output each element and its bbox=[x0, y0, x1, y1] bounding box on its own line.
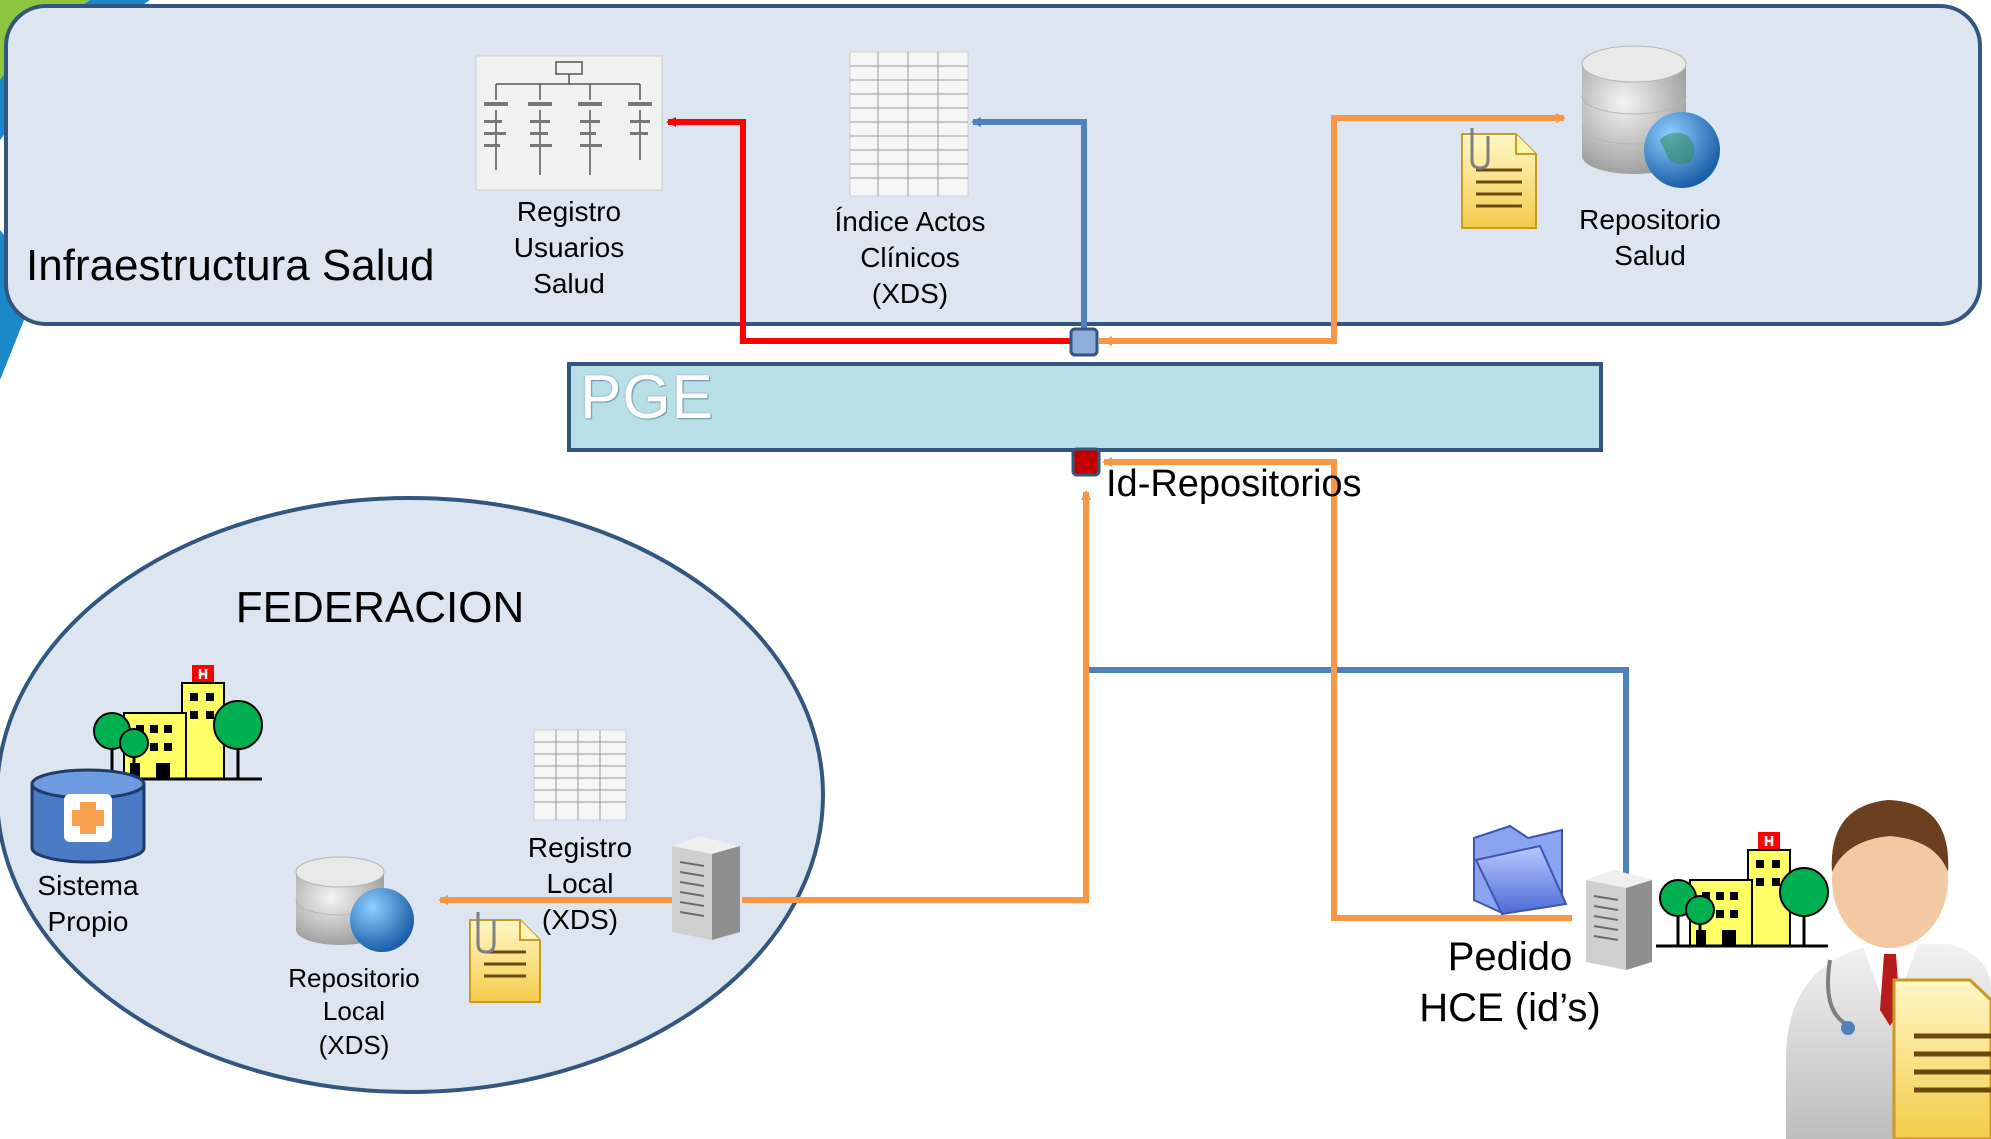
federacion-title: FEDERACION bbox=[235, 583, 525, 632]
arrow-orange-pedido-up bbox=[1102, 457, 1572, 921]
database-medical-cross-icon bbox=[30, 768, 146, 864]
infra-title: Infraestructura Salud bbox=[26, 241, 435, 290]
hospital-building-icon bbox=[1656, 832, 1829, 948]
pge-title: PGE bbox=[580, 363, 714, 432]
table-document-icon bbox=[533, 729, 627, 821]
pge-bar bbox=[567, 362, 1603, 452]
hospital-building-icon bbox=[90, 665, 263, 781]
pge-top-port bbox=[1069, 327, 1099, 357]
registro-local-label: Registro Local (XDS) bbox=[527, 832, 633, 935]
pedido-hce-label: Pedido HCE (id’s) bbox=[1419, 935, 1601, 1031]
text-document-icon bbox=[1892, 978, 1991, 1139]
registro-usuarios-label: Registro Usuarios Salud bbox=[513, 196, 625, 299]
line-blue-pedido bbox=[1086, 667, 1629, 900]
text-document-icon bbox=[469, 912, 541, 1003]
arrow-blue-indice bbox=[971, 117, 1087, 330]
org-chart-document-icon bbox=[475, 55, 663, 191]
table-document-icon bbox=[849, 51, 969, 197]
indice-actos-label: Índice Actos Clínicos (XDS) bbox=[834, 206, 986, 309]
repositorio-local-label: Repositorio Local (XDS) bbox=[288, 963, 420, 1060]
arrow-red-registro-usuarios bbox=[666, 117, 1084, 344]
database-globe-icon bbox=[1581, 45, 1720, 188]
arrow-orange-federation-up bbox=[742, 490, 1091, 903]
server-tower-icon bbox=[1586, 870, 1652, 970]
database-globe-icon bbox=[295, 856, 414, 952]
folder-icon bbox=[1473, 824, 1568, 916]
repositorio-salud-label: Repositorio Salud bbox=[1579, 204, 1721, 271]
server-tower-icon bbox=[672, 836, 740, 940]
pge-bottom-port bbox=[1071, 447, 1101, 477]
sistema-propio-label: Sistema Propio bbox=[37, 870, 139, 937]
id-repositorios-label: Id-Repositorios bbox=[1106, 463, 1362, 505]
federacion-ellipse bbox=[0, 496, 825, 1094]
text-document-icon bbox=[1461, 128, 1537, 229]
